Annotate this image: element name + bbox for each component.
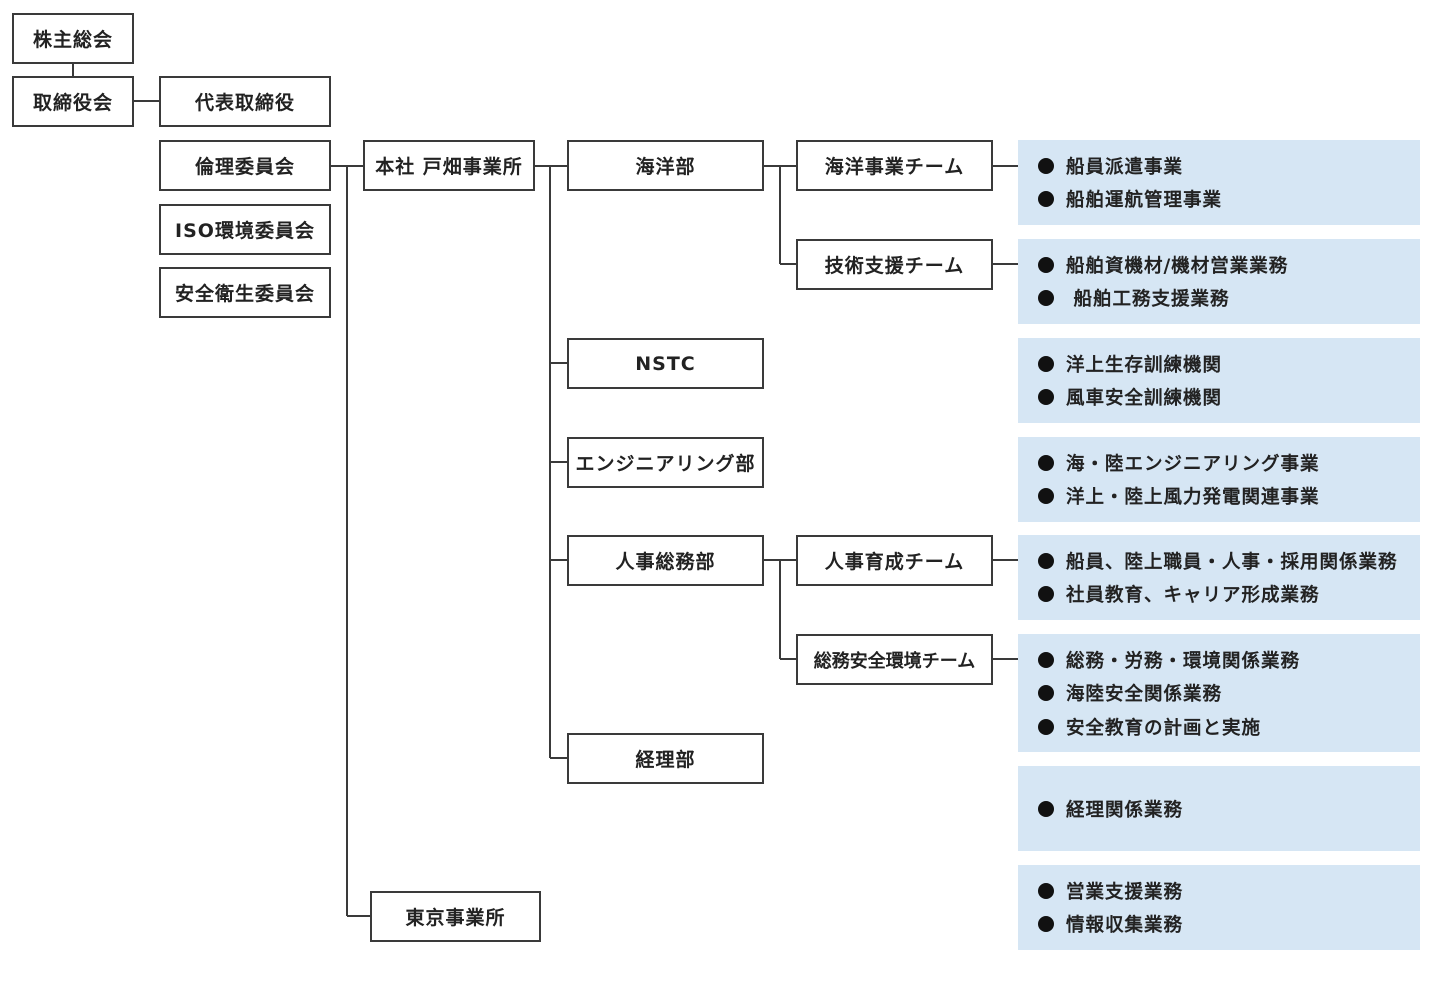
bullet-icon: [1038, 916, 1054, 933]
duty-item: 風車安全訓練機関: [1038, 381, 1420, 415]
box-accounting-dept: 経理部: [567, 733, 764, 784]
box-ethics-committee: 倫理委員会: [159, 140, 331, 191]
bullet-icon: [1038, 290, 1054, 307]
box-nstc: NSTC: [567, 338, 764, 389]
box-tech-team: 技術支援チーム: [796, 239, 993, 290]
box-marine-team: 海洋事業チーム: [796, 140, 993, 191]
duty-item: 社員教育、キャリア形成業務: [1038, 578, 1420, 612]
box-tokyo-office: 東京事業所: [370, 891, 541, 942]
duty-item: 安全教育の計画と実施: [1038, 710, 1420, 744]
bullet-icon: [1038, 685, 1054, 701]
duty-item: 営業支援業務: [1038, 874, 1420, 908]
bullet-icon: [1038, 882, 1054, 899]
duty-item: 船員派遣事業: [1038, 149, 1420, 183]
bullet-icon: [1038, 586, 1054, 603]
box-head-office: 本社 戸畑事業所: [363, 140, 535, 191]
duty-item: 船舶工務支援業務: [1038, 282, 1420, 316]
bullet-icon: [1038, 355, 1054, 372]
bullet-icon: [1038, 256, 1054, 273]
bullet-icon: [1038, 651, 1054, 668]
duty-item: 洋上・陸上風力発電関連事業: [1038, 480, 1420, 514]
box-hr-dept: 人事総務部: [567, 535, 764, 586]
duty-panel: 船舶資機材/機材営業業務 船舶工務支援業務: [1018, 239, 1420, 324]
box-representative-director: 代表取締役: [159, 76, 331, 127]
bullet-icon: [1038, 718, 1054, 735]
bullet-icon: [1038, 552, 1054, 569]
duty-panel: 営業支援業務 情報収集業務: [1018, 865, 1420, 950]
box-iso-committee: ISO環境委員会: [159, 204, 331, 255]
box-safety-committee: 安全衛生委員会: [159, 267, 331, 318]
duty-item: 船員、陸上職員・人事・採用関係業務: [1038, 544, 1420, 578]
box-board-of-directors: 取締役会: [12, 76, 134, 127]
bullet-icon: [1038, 191, 1054, 208]
duty-panel: 船員派遣事業 船舶運航管理事業: [1018, 140, 1420, 225]
bullet-icon: [1038, 389, 1054, 406]
duty-item: 情報収集業務: [1038, 908, 1420, 942]
bullet-icon: [1038, 800, 1054, 817]
duty-item: 船舶運航管理事業: [1038, 183, 1420, 217]
bullet-icon: [1038, 488, 1054, 505]
duty-panel: 船員、陸上職員・人事・採用関係業務 社員教育、キャリア形成業務: [1018, 535, 1420, 620]
duty-item: 洋上生存訓練機関: [1038, 347, 1420, 381]
duty-item: 船舶資機材/機材営業業務: [1038, 248, 1420, 282]
box-hr-team: 人事育成チーム: [796, 535, 993, 586]
box-shareholders-meeting: 株主総会: [12, 13, 134, 64]
box-engineering-dept: エンジニアリング部: [567, 437, 764, 488]
duty-panel: 経理関係業務: [1018, 766, 1420, 851]
duty-item: 海・陸エンジニアリング事業: [1038, 446, 1420, 480]
bullet-icon: [1038, 157, 1054, 174]
duty-panel: 総務・労務・環境関係業務 海陸安全関係業務 安全教育の計画と実施: [1018, 634, 1420, 752]
duty-panel: 海・陸エンジニアリング事業 洋上・陸上風力発電関連事業: [1018, 437, 1420, 522]
duty-item: 海陸安全関係業務: [1038, 676, 1420, 710]
box-ga-team: 総務安全環境チーム: [796, 634, 993, 685]
bullet-icon: [1038, 454, 1054, 471]
duty-item: 経理関係業務: [1038, 792, 1420, 826]
box-marine-dept: 海洋部: [567, 140, 764, 191]
duty-panel: 洋上生存訓練機関 風車安全訓練機関: [1018, 338, 1420, 423]
duty-item: 総務・労務・環境関係業務: [1038, 643, 1420, 677]
